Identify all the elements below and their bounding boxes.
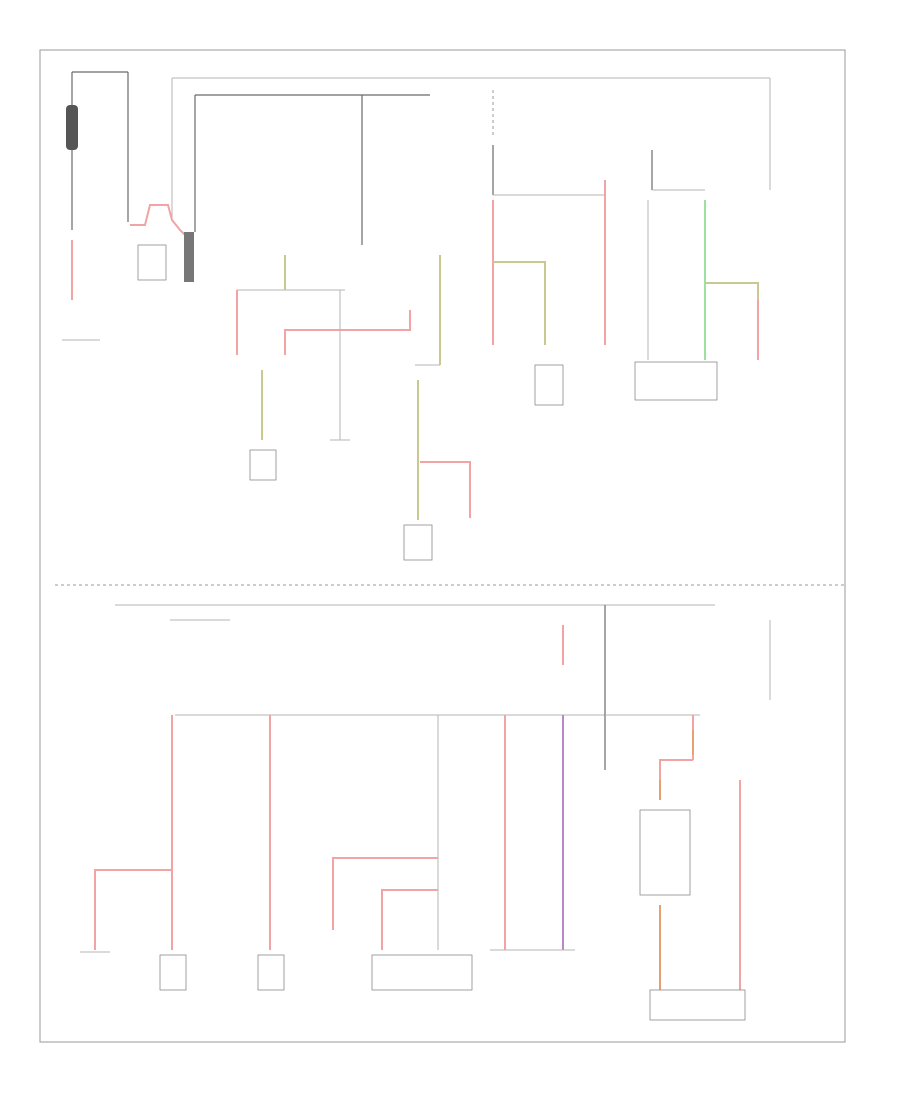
- red-center-branch-2: [381, 889, 438, 950]
- control-module: [634, 361, 718, 401]
- red-relay-wire: [420, 461, 471, 518]
- module-a: [534, 364, 564, 406]
- cluster-module: [649, 989, 746, 1021]
- red-crossover: [284, 310, 411, 355]
- red-center-branch: [332, 857, 438, 930]
- battery-starter-cable: [130, 204, 191, 241]
- starter: [137, 244, 167, 281]
- horn: [249, 449, 277, 481]
- red-relay-feed: [659, 759, 693, 800]
- lamp: [403, 524, 433, 561]
- red-lower-branch: [94, 869, 172, 950]
- battery: [184, 232, 194, 282]
- diagram-frame: [39, 49, 846, 1043]
- upper-section: [62, 71, 771, 561]
- center-module: [371, 954, 473, 991]
- relay-block: [639, 809, 691, 896]
- yellow-right-feed: [705, 282, 759, 345]
- blower-motor: [159, 954, 187, 991]
- wiper-motor: [257, 954, 285, 991]
- fusible-link: [66, 105, 78, 150]
- yellow-center-feed: [493, 261, 546, 345]
- lower-section: [80, 604, 771, 1021]
